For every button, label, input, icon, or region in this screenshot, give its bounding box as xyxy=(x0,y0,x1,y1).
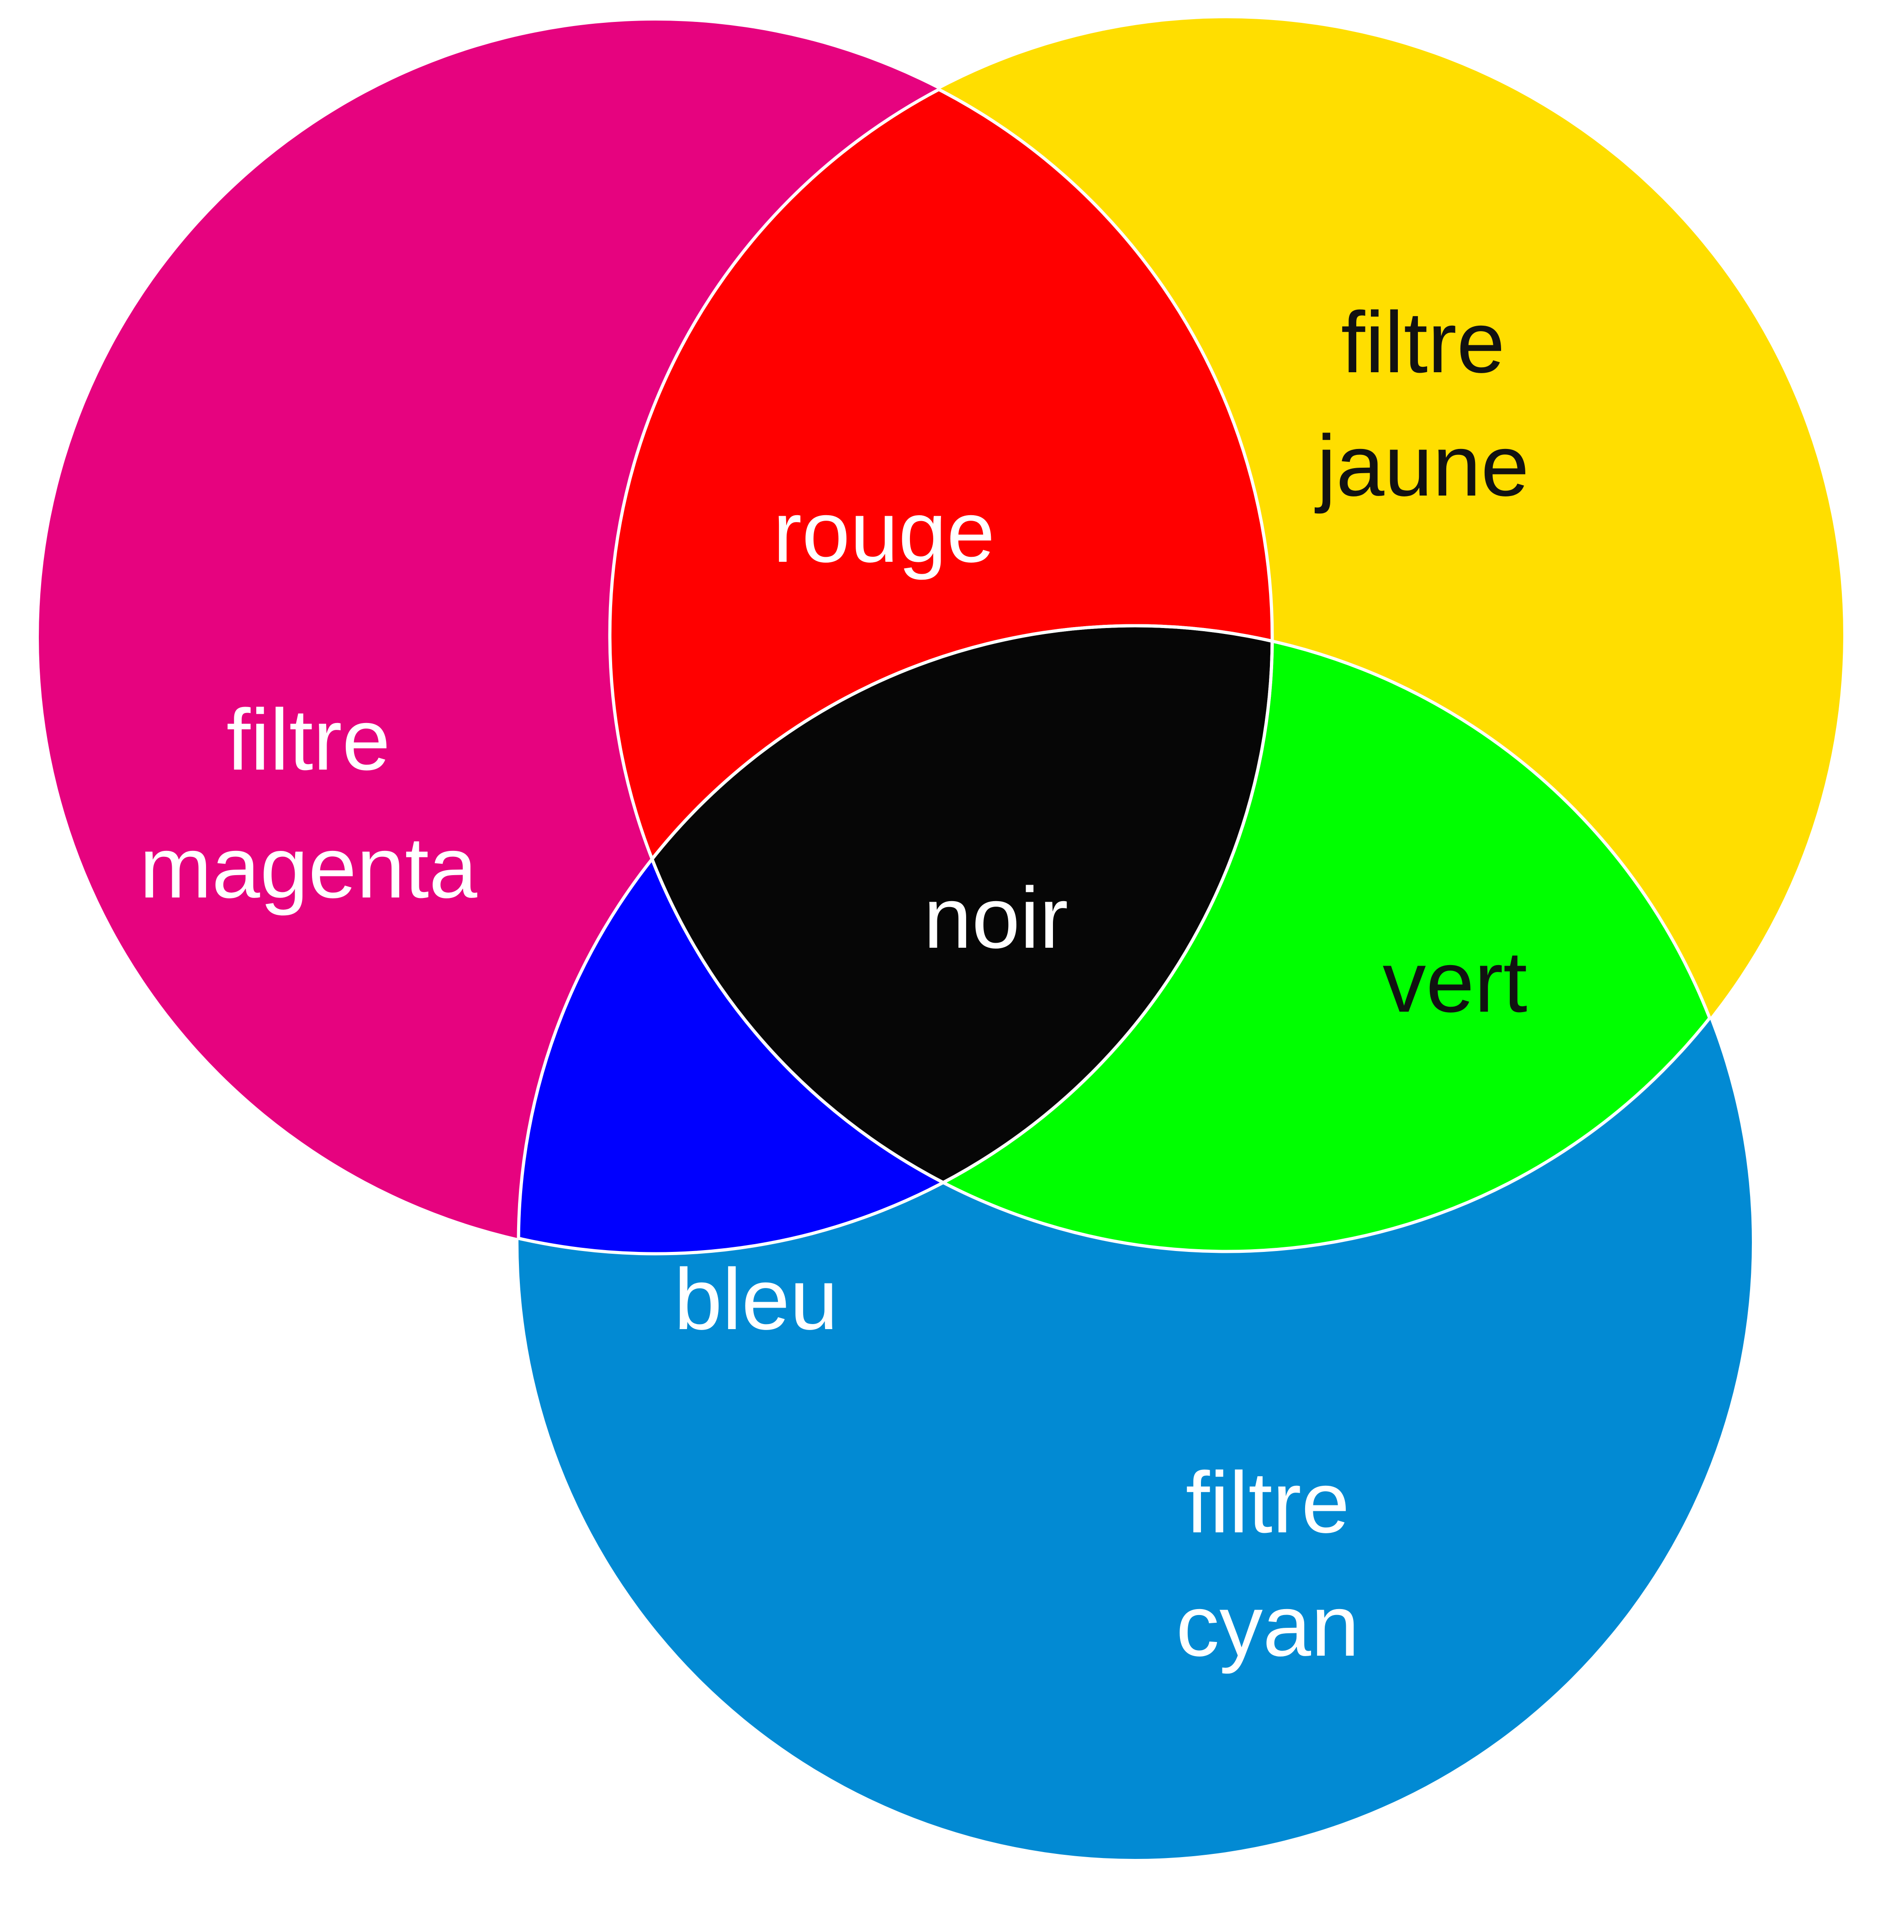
yellow-filter-label-line2: jaune xyxy=(1315,417,1529,514)
green-region-label: vert xyxy=(1383,934,1528,1030)
red-region-label: rouge xyxy=(773,484,995,581)
cyan-filter-label-line2: cyan xyxy=(1176,1578,1359,1674)
blue-region-label: bleu xyxy=(674,1251,838,1348)
magenta-filter-label-line1: filtre xyxy=(227,692,391,788)
black-region-label: noir xyxy=(924,870,1068,966)
yellow-filter-label-line1: filtre xyxy=(1341,294,1505,391)
cyan-filter-label-line1: filtre xyxy=(1186,1454,1350,1551)
magenta-filter-label-line2: magenta xyxy=(139,819,477,916)
